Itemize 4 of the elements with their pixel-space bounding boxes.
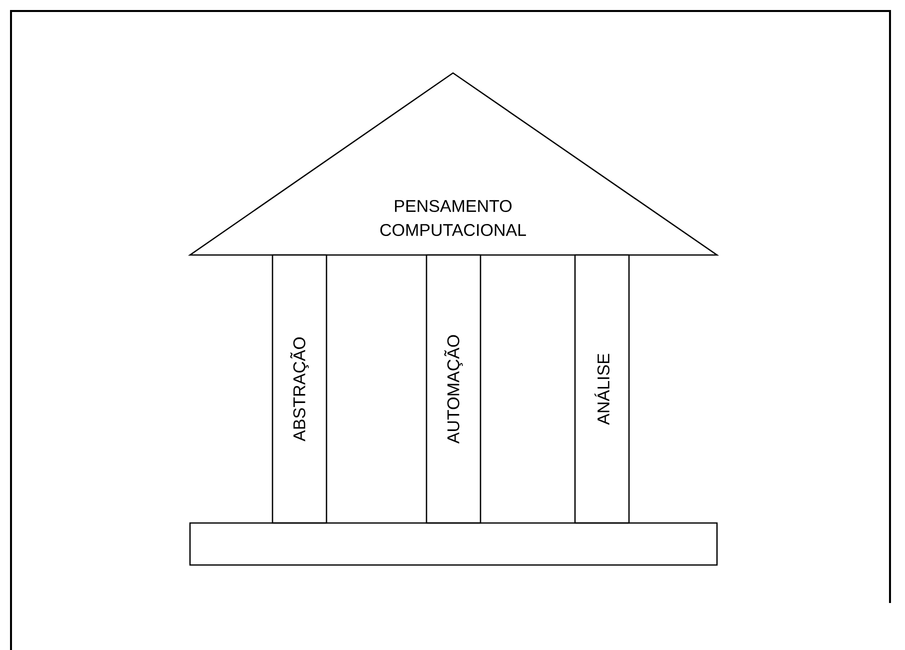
pillar: ANÁLISE (574, 254, 630, 524)
pillar: AUTOMAÇÃO (426, 254, 482, 524)
base-slab (189, 522, 718, 566)
pillar: ABSTRAÇÃO (272, 254, 328, 524)
